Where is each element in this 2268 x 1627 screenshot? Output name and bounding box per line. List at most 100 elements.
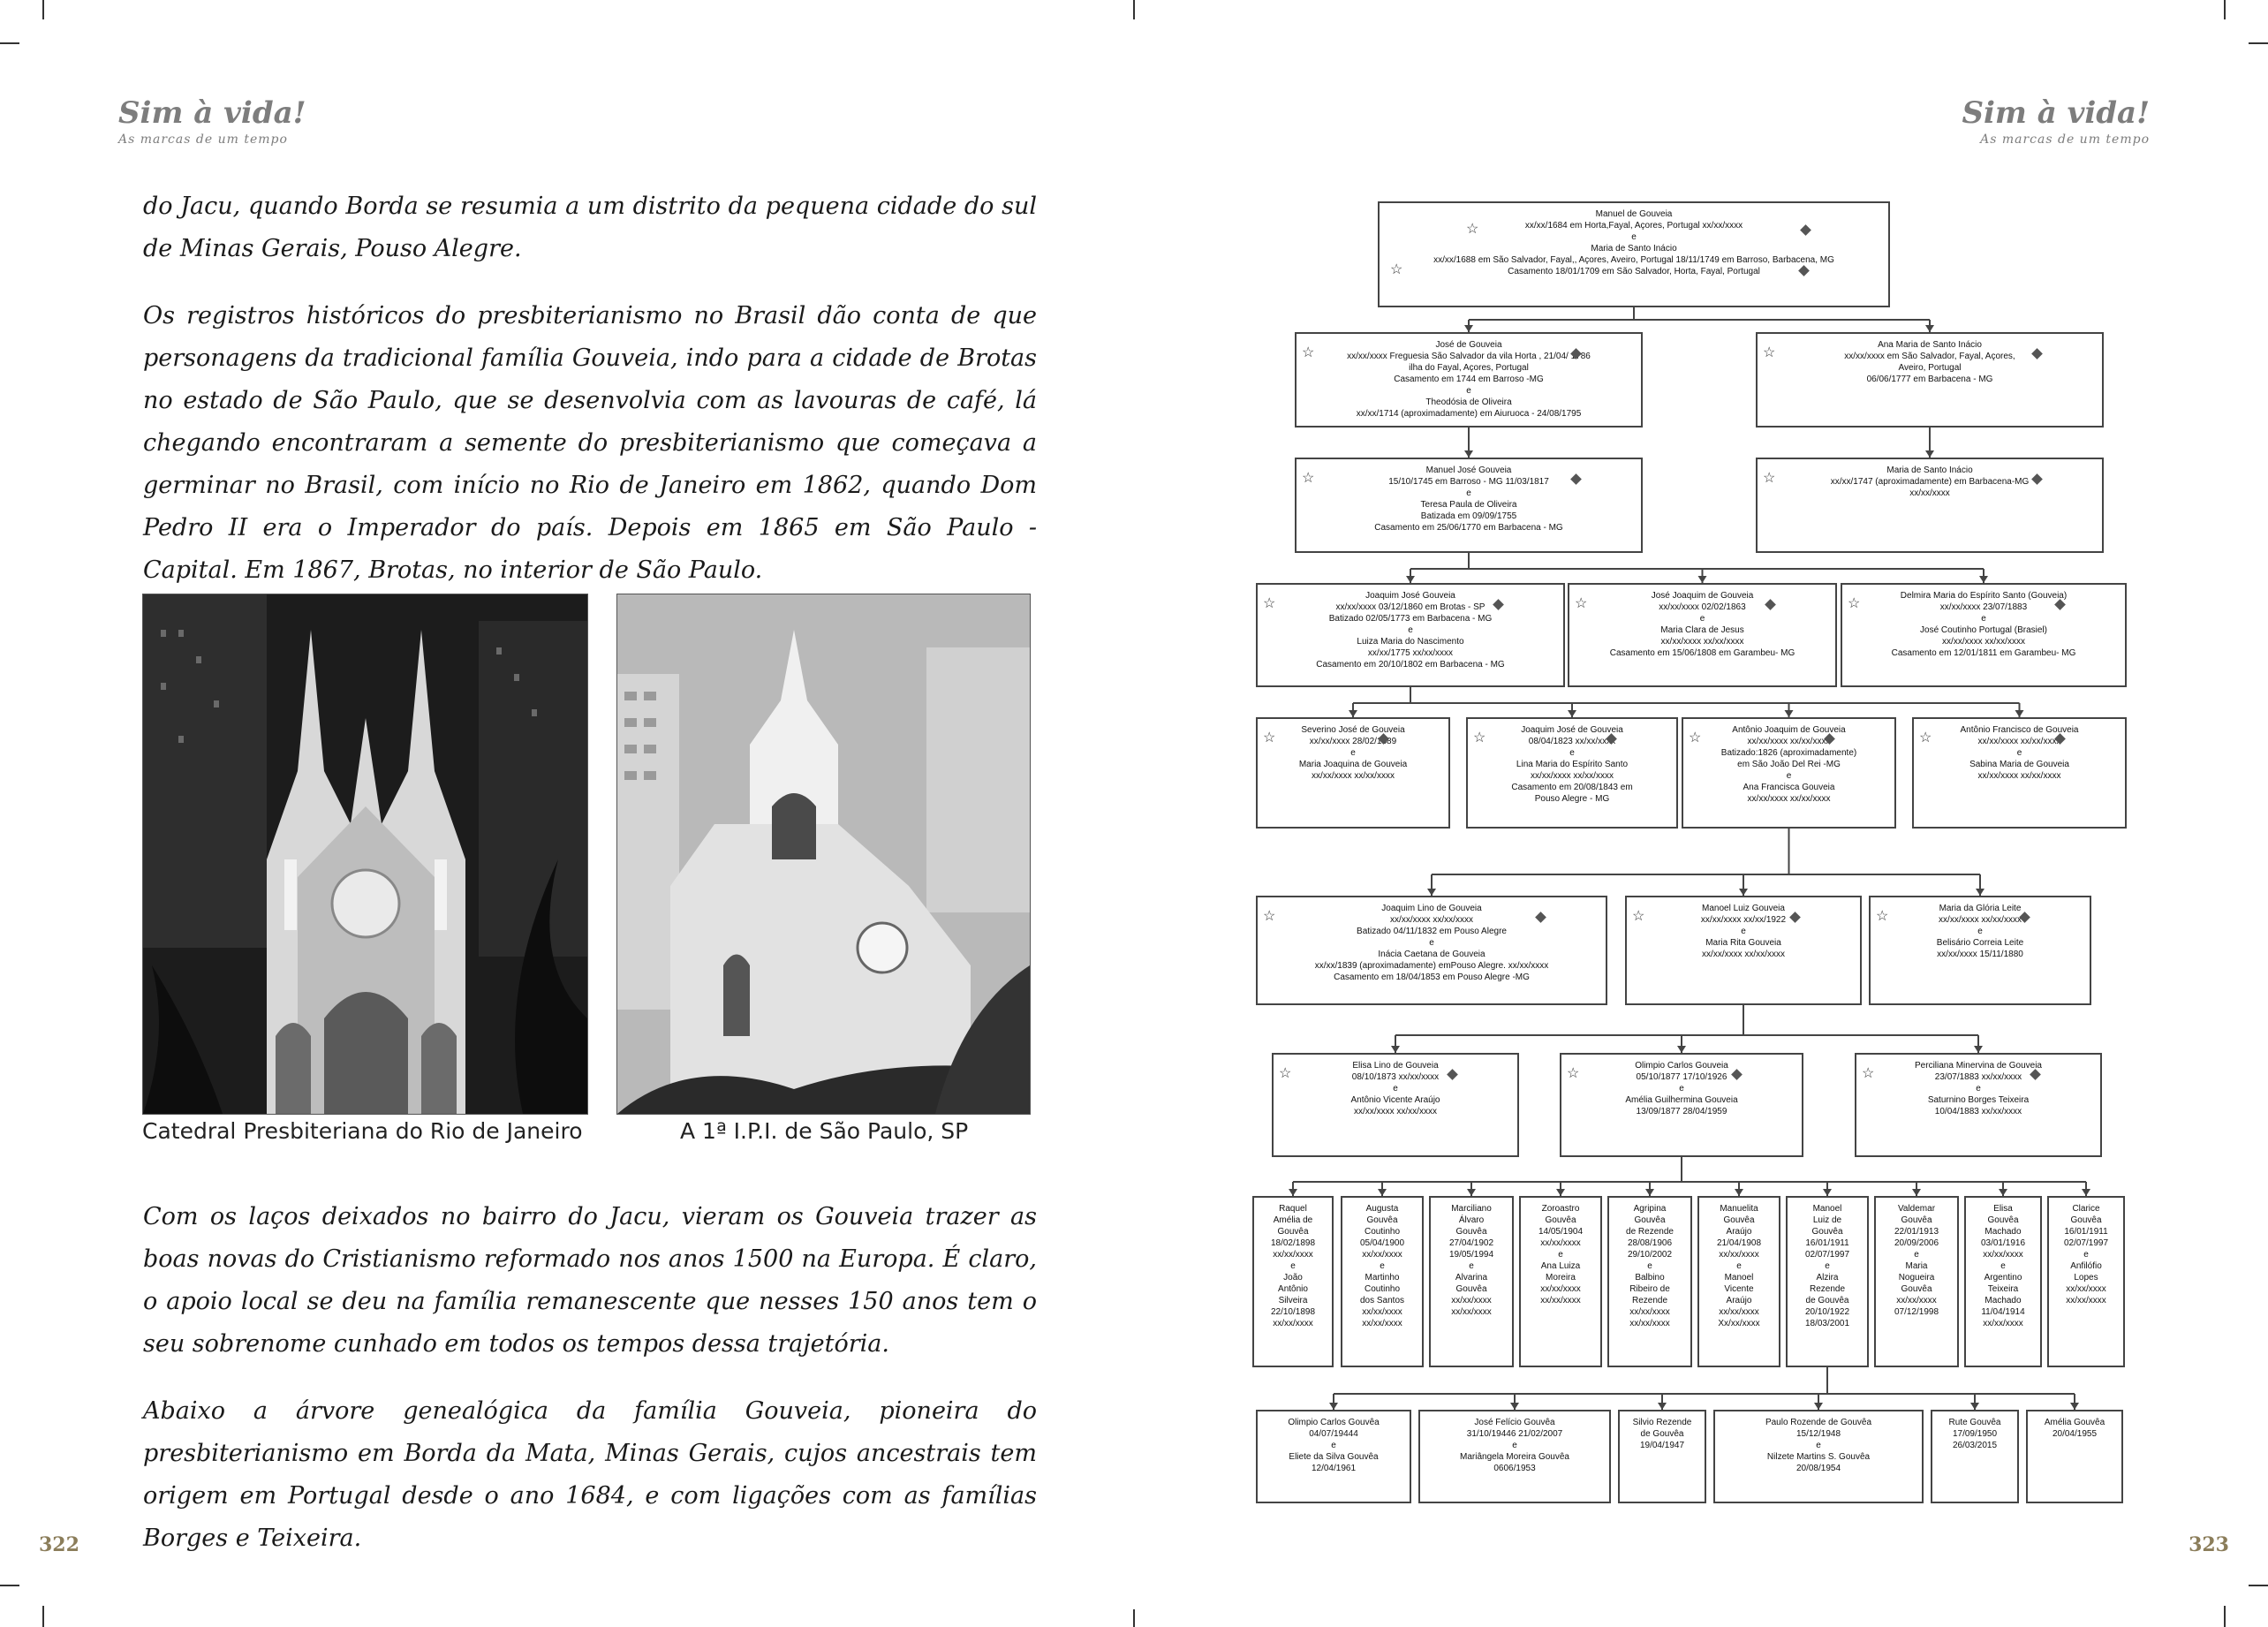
tree-text: xx/xx/xxxx xx/xx/xxxx [1632,949,1855,960]
tree-box-gen5: Joaquim José de Gouveia08/04/1823 xx/xx/… [1466,717,1678,829]
tree-text: e [1793,1260,1862,1272]
tree-text: Olimpio Carlos Gouvêa [1263,1417,1404,1428]
tree-box-gen8: ManoelLuiz deGouvêa16/01/191102/07/1997e… [1786,1196,1869,1367]
tree-text: Gouvêa [1705,1215,1773,1226]
tree-text: 31/10/19446 21/02/2007 [1425,1428,1604,1440]
tree-text: Augusta [1348,1203,1417,1215]
tree-text: Batizado:1826 (aproximadamente) [1689,747,1889,759]
tree-box-gen8: ElisaGouvêaMachado03/01/1916xx/xx/xxxxeA… [1964,1196,2042,1367]
tree-text: 06/06/1777 em Barbacena - MG [1763,374,2097,385]
birth-star-icon: ☆ [1302,472,1314,486]
tree-text: 20/08/1954 [1720,1463,1916,1474]
connector-arrow [1912,1189,1921,1196]
tree-text: Manuel José Gouveia [1302,465,1636,476]
tree-text: Batizado 02/05/1773 em Barbacena - MG [1263,613,1558,624]
tree-text: Argentino [1971,1272,2035,1283]
tree-text: xx/xx/xxxx xx/xx/xxxx [1263,770,1443,782]
tree-text: e [1689,770,1889,782]
connector-arrow [1349,710,1357,717]
tree-text: Elisa Lino de Gouveia [1279,1060,1512,1071]
tree-text: 05/04/1900 [1348,1237,1417,1249]
tree-text: Xx/xx/xxxx [1705,1318,1773,1329]
tree-text: 19/05/1994 [1436,1249,1507,1260]
tree-text: 08/04/1823 xx/xx/xxxx [1473,736,1671,747]
page-number: 323 [2189,1533,2229,1556]
tree-text: Aveiro, Portugal [1763,362,2097,374]
photo-caption: A 1ª I.P.I. de São Paulo, SP [680,1118,968,1144]
tree-text: Gouvêa [1881,1283,1952,1295]
running-header: Sim à vida! As marcas de um tempo [1962,95,2150,147]
tree-text: Elisa [1971,1203,2035,1215]
tree-text: xx/xx/xxxx 02/02/1863 [1575,602,1830,613]
tree-text: 26/03/2015 [1938,1440,2012,1451]
tree-text: xx/xx/xxxx [1526,1283,1595,1295]
tree-text: xx/xx/xxxx xx/xx/xxxx [1919,770,2120,782]
tree-text: 14/05/1904 [1526,1226,1595,1237]
tree-text: xx/xx/xxxx [1971,1318,2035,1329]
tree-box-gen5: Antônio Joaquim de Gouveiaxx/xx/xxxx xx/… [1682,717,1896,829]
tree-text: e [1302,488,1636,499]
tree-text: Maria Rita Gouveia [1632,937,1855,949]
tree-text: 03/01/1916 [1971,1237,2035,1249]
tree-box-gen9: Silvio Rezendede Gouvêa19/04/1947 [1618,1410,1706,1503]
connector-arrow [1970,1403,1979,1410]
tree-text: xx/xx/1747 (aproximadamente) em Barbacen… [1763,476,2097,488]
tree-text: Saturnino Borges Teixeira [1862,1094,2095,1106]
tree-text: Delmira Maria do Espírito Santo (Gouveia… [1848,590,2120,602]
paragraph: Abaixo a árvore genealógica da família G… [143,1390,1037,1560]
tree-text: e [1971,1260,2035,1272]
connector-arrow [1925,325,1934,332]
tree-text: xx/xx/xxxx [1348,1318,1417,1329]
tree-text: Maria [1881,1260,1952,1272]
tree-text: Inácia Caetana de Gouveia [1263,949,1600,960]
connector-arrow [1999,1189,2007,1196]
tree-box-root: Manuel de Gouveiaxx/xx/1684 em Horta,Fay… [1378,201,1890,307]
tree-text: Casamento em 18/04/1853 em Pouso Alegre … [1263,972,1600,983]
tree-text: 04/07/19444 [1263,1428,1404,1440]
tree-box-gen4: Joaquim José Gouveiaxx/xx/xxxx 03/12/186… [1256,583,1565,687]
tree-text: de Gouvêa [1625,1428,1699,1440]
birth-star-icon: ☆ [1575,597,1587,611]
tree-text: Ribeiro de [1614,1283,1685,1295]
tree-text: Gouvêa [1526,1215,1595,1226]
tree-text: 08/10/1873 xx/xx/xxxx [1279,1071,1512,1083]
tree-text: Manuelita [1705,1203,1773,1215]
connector-arrow [1735,1189,1743,1196]
tree-text: e [1567,1083,1796,1094]
tree-text: Manuel de Gouveia [1385,208,1883,220]
tree-box-gen7: Perciliana Minervina de Gouveia23/07/188… [1855,1053,2102,1157]
tree-text: e [1263,1440,1404,1451]
tree-text: 17/09/1950 [1938,1428,2012,1440]
tree-text: e [1862,1083,2095,1094]
tree-box-gen8: MarcilianoÁlvaroGouvêa27/04/190219/05/19… [1429,1196,1514,1367]
tree-text: e [1705,1260,1773,1272]
tree-text: Coutinho [1348,1283,1417,1295]
tree-text: José Coutinho Portugal (Brasiel) [1848,624,2120,636]
connector-arrow [1510,1403,1519,1410]
tree-text: 20/04/1955 [2033,1428,2116,1440]
tree-text: Eliete da Silva Gouvêa [1263,1451,1404,1463]
tree-text: 15/10/1745 em Barroso - MG 11/03/1817 [1302,476,1636,488]
tree-text: e [1263,624,1558,636]
paragraph: Os registros históricos do presbiteriani… [143,295,1037,592]
tree-text: xx/xx/xxxx [2054,1283,2118,1295]
birth-star-icon: ☆ [1876,910,1888,924]
tree-text: Amélia Guilhermina Gouveia [1567,1094,1796,1106]
tree-text: 29/10/2002 [1614,1249,1685,1260]
tree-box-gen5: Antônio Francisco de Gouveiaxx/xx/xxxx x… [1912,717,2127,829]
birth-star-icon: ☆ [1567,1067,1579,1081]
tree-text: Maria Joaquina de Gouveia [1263,759,1443,770]
tree-box-gen7: Elisa Lino de Gouveia08/10/1873 xx/xx/xx… [1272,1053,1519,1157]
tree-text: xx/xx/xxxx xx/xx/xxxx [1689,793,1889,805]
tree-text: Nilzete Martins S. Gouvêa [1720,1451,1916,1463]
tree-text: Batizado 04/11/1832 em Pouso Alegre [1263,926,1600,937]
tree-text: xx/xx/xxxx xx/xx/xxxx [1919,736,2120,747]
tree-text: dos Santos [1348,1295,1417,1306]
tree-text: José Felício Gouvêa [1425,1417,1604,1428]
tree-text: João [1259,1272,1327,1283]
tree-text: xx/xx/xxxx [1436,1295,1507,1306]
running-header: Sim à vida! As marcas de um tempo [118,95,306,147]
